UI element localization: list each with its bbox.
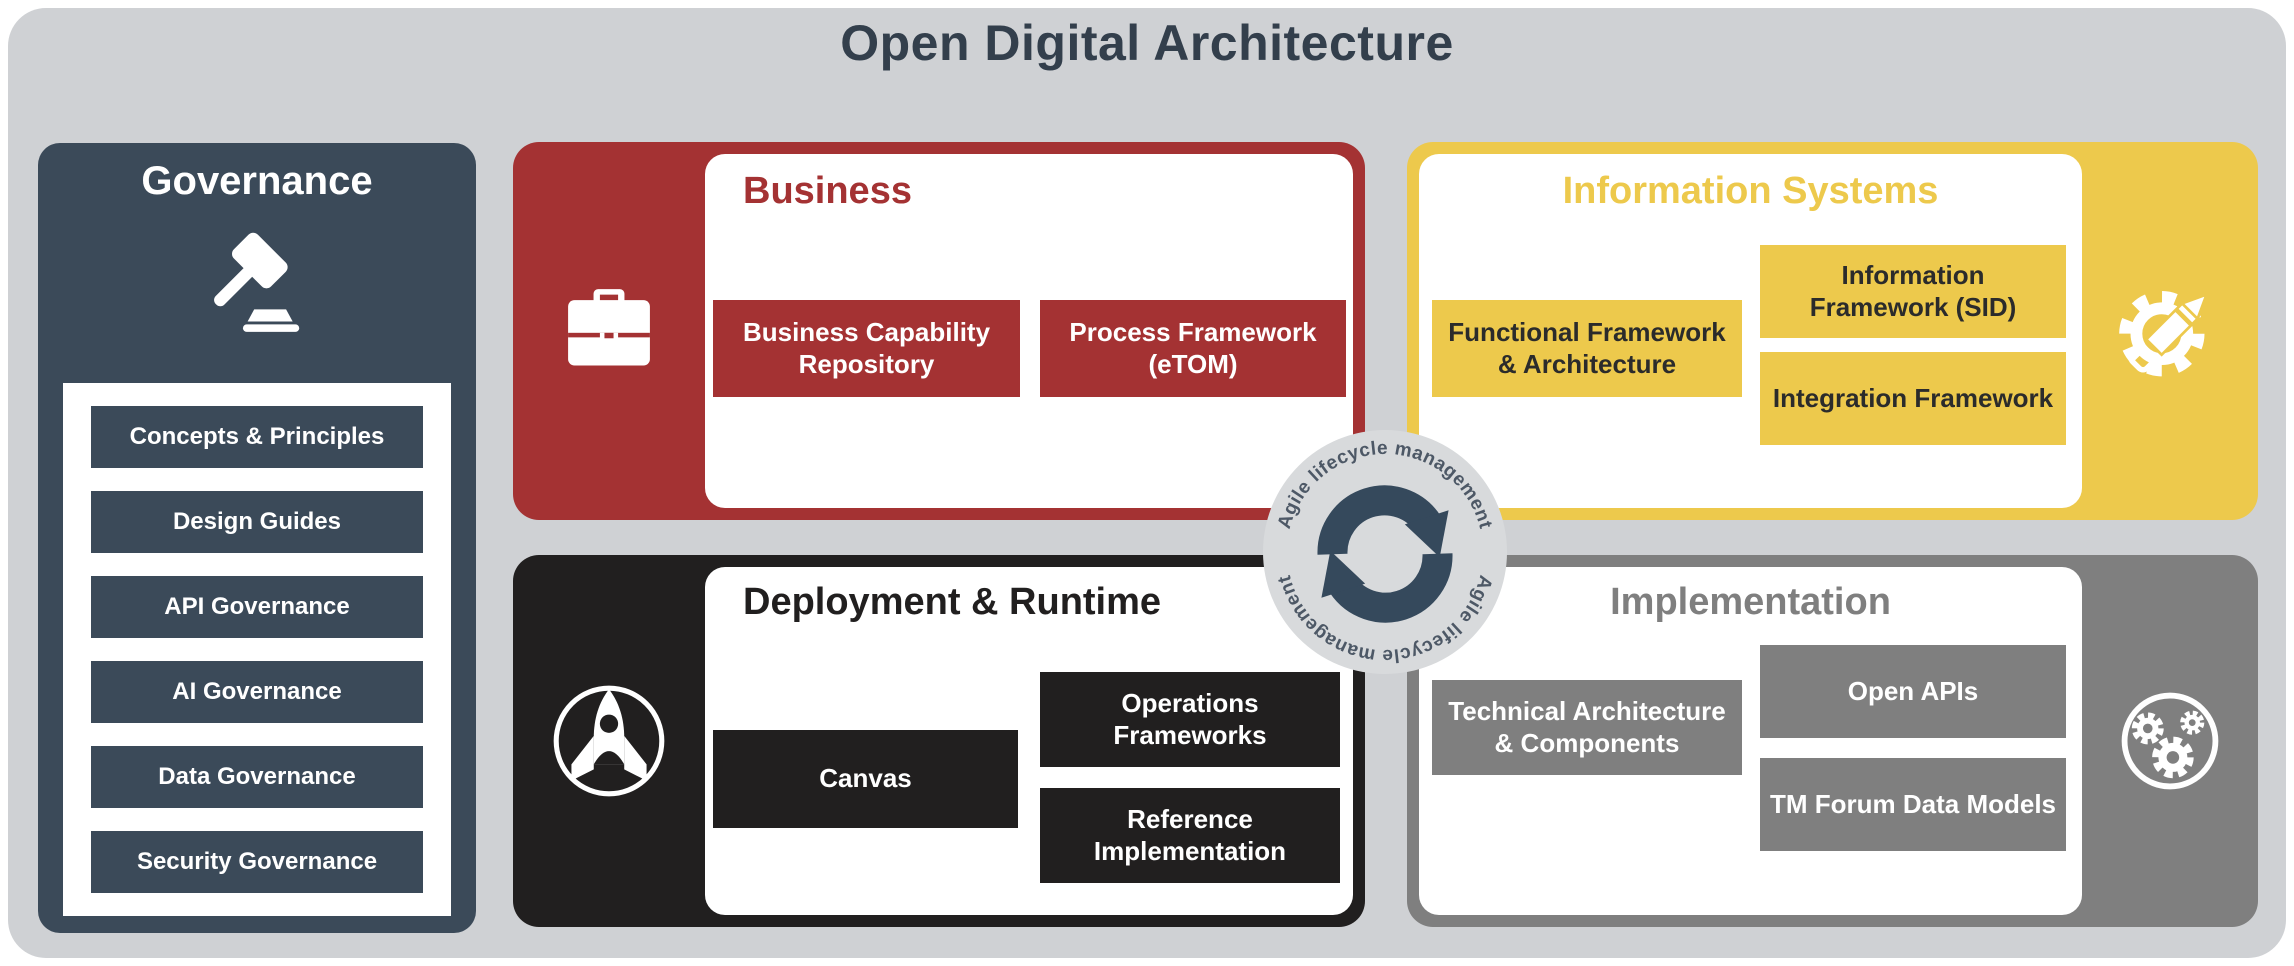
business-title[interactable]: Business: [743, 170, 912, 212]
governance-item[interactable]: API Governance: [91, 576, 423, 638]
deployment-runtime-content: Deployment & Runtime Canvas Operations F…: [705, 567, 1353, 915]
information-systems-content: Information Systems Functional Framework…: [1419, 154, 2082, 508]
governance-item[interactable]: AI Governance: [91, 661, 423, 723]
lifecycle-arrows-icon: [1317, 485, 1453, 623]
reference-implementation-box[interactable]: Reference Implementation: [1040, 788, 1340, 883]
page-title: Open Digital Architecture: [840, 15, 1454, 71]
governance-panel: Governance Concepts & Principles Design …: [38, 143, 476, 933]
information-systems-panel: Information Systems Functional Framework…: [1407, 142, 2258, 520]
rocket-icon: [513, 555, 705, 927]
operations-frameworks-box[interactable]: Operations Frameworks: [1040, 672, 1340, 767]
information-systems-title[interactable]: Information Systems: [1562, 170, 1939, 212]
governance-item[interactable]: Data Governance: [91, 746, 423, 808]
gear-pencil-icon: [2082, 142, 2258, 520]
implementation-title[interactable]: Implementation: [1610, 581, 1891, 623]
deployment-runtime-panel: Deployment & Runtime Canvas Operations F…: [513, 555, 1365, 927]
governance-item[interactable]: Design Guides: [91, 491, 423, 553]
business-panel: Business Business Capability Repository …: [513, 142, 1365, 520]
information-framework-sid-box[interactable]: Information Framework (SID): [1760, 245, 2066, 338]
governance-title[interactable]: Governance: [141, 159, 373, 203]
briefcase-icon: [513, 142, 705, 520]
gavel-icon: [38, 223, 476, 345]
functional-framework-box[interactable]: Functional Framework & Architecture: [1432, 300, 1742, 397]
tm-forum-data-models-box[interactable]: TM Forum Data Models: [1760, 758, 2066, 851]
governance-item[interactable]: Security Governance: [91, 831, 423, 893]
process-framework-etom-box[interactable]: Process Framework (eTOM): [1040, 300, 1346, 397]
governance-item[interactable]: Concepts & Principles: [91, 406, 423, 468]
implementation-panel: Implementation Technical Architecture & …: [1407, 555, 2258, 927]
canvas-box[interactable]: Canvas: [713, 730, 1018, 828]
integration-framework-box[interactable]: Integration Framework: [1760, 352, 2066, 445]
open-apis-box[interactable]: Open APIs: [1760, 645, 2066, 738]
agile-lifecycle-badge[interactable]: Agile lifecycle management Agile lifecyc…: [1263, 430, 1507, 674]
implementation-content: Implementation Technical Architecture & …: [1419, 567, 2082, 915]
business-capability-repository-box[interactable]: Business Capability Repository: [713, 300, 1020, 397]
governance-list: Concepts & Principles Design Guides API …: [63, 383, 451, 916]
badge-circle: [1263, 430, 1507, 674]
gears-globe-icon: [2082, 555, 2258, 927]
deployment-runtime-title[interactable]: Deployment & Runtime: [743, 581, 1162, 623]
technical-architecture-components-box[interactable]: Technical Architecture & Components: [1432, 680, 1742, 775]
business-content: Business Business Capability Repository …: [705, 154, 1353, 508]
